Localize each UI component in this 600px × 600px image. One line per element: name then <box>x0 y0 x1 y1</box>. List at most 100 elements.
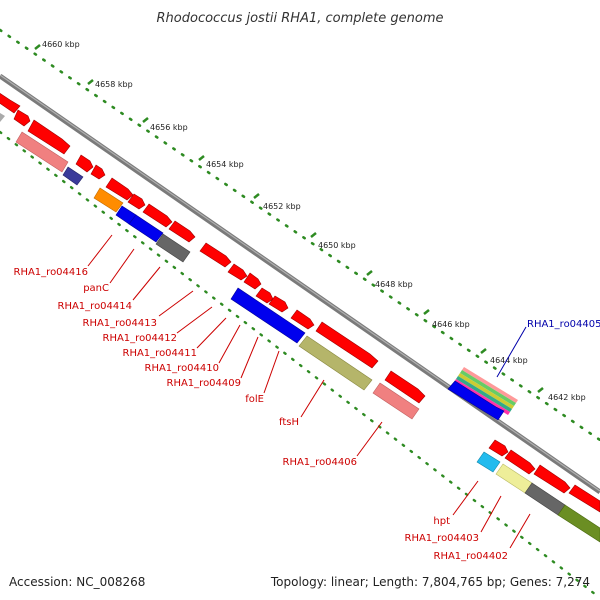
leader-line <box>452 480 479 516</box>
leader-line <box>196 317 227 349</box>
gene-arrow <box>504 449 536 475</box>
gene-block <box>128 214 164 243</box>
genome-backbone <box>0 73 600 495</box>
gene-label: RHA1_ro04405 <box>527 319 600 330</box>
scale-label: 4642 kbp <box>548 393 586 402</box>
gene-label: RHA1_ro04406 <box>283 457 358 468</box>
scale-tick <box>423 309 430 315</box>
gene-arrow <box>488 439 509 457</box>
leader-line <box>176 306 213 334</box>
gene-label: RHA1_ro04411 <box>123 348 198 359</box>
gene-arrow <box>568 484 600 513</box>
gene-arrow <box>533 464 571 494</box>
topology-text: Topology: linear; Length: 7,804,765 bp; … <box>270 575 590 589</box>
scale-tick <box>537 387 544 393</box>
scale-tick <box>87 79 94 85</box>
gene-label: RHA1_ro04414 <box>58 301 133 312</box>
gene-stripe <box>460 370 516 406</box>
accession-text: Accession: NC_008268 <box>9 575 145 589</box>
gene-arrow-blue <box>447 380 505 421</box>
scale-tick <box>310 232 317 238</box>
scale-label: 4648 kbp <box>375 280 413 289</box>
leader-line <box>263 350 280 394</box>
gene-stripe <box>454 379 510 415</box>
gene-arrow <box>127 193 146 210</box>
leader-line <box>109 248 135 284</box>
scale-ticks <box>34 44 544 393</box>
leader-line <box>480 495 502 533</box>
gene-label: panC <box>83 283 109 294</box>
gene-label: ftsH <box>279 417 299 428</box>
scale-label: 4650 kbp <box>318 241 356 250</box>
gene-arrow <box>105 177 134 201</box>
scale-label: 4646 kbp <box>432 320 470 329</box>
leader-lines <box>87 234 531 549</box>
genome-backbone-highlight <box>0 74 600 492</box>
gene-label: RHA1_ro04409 <box>167 378 242 389</box>
gene-block <box>93 187 124 213</box>
gene-label: RHA1_ro04402 <box>434 551 509 562</box>
multi-feature-stack <box>454 367 518 415</box>
gene-stripe <box>456 376 512 412</box>
gene-block <box>62 166 84 186</box>
lower-scale-ruler <box>0 130 600 600</box>
leader-line <box>300 379 325 418</box>
gene-label: RHA1_ro04410 <box>145 363 220 374</box>
gene-arrow <box>268 295 289 313</box>
gene-label: folE <box>245 394 264 405</box>
scale-tick <box>198 155 205 161</box>
scale-label: 4652 kbp <box>263 202 301 211</box>
gene-arrow <box>199 242 232 268</box>
gene-block <box>0 113 5 122</box>
gene-block <box>298 335 373 391</box>
scale-label: 4656 kbp <box>150 123 188 132</box>
gene-arrow <box>0 92 21 114</box>
gene-stripe <box>462 367 518 403</box>
gene-stripe <box>458 373 514 409</box>
leader-line <box>132 266 161 301</box>
gene-arrow <box>315 321 379 369</box>
gene-label: RHA1_ro04412 <box>103 333 178 344</box>
leader-line <box>356 421 383 457</box>
scale-tick <box>366 270 373 276</box>
scale-labels: 4660 kbp 4658 kbp 4656 kbp 4654 kbp 4652… <box>42 40 586 402</box>
gene-label: hpt <box>433 516 450 527</box>
gene-block <box>230 287 306 344</box>
scale-tick <box>480 348 487 354</box>
scale-label: 4658 kbp <box>95 80 133 89</box>
gene-label: RHA1_ro04416 <box>14 267 89 278</box>
scale-tick <box>253 193 260 199</box>
gene-arrow <box>13 109 31 127</box>
gene-arrow <box>227 263 248 281</box>
gene-block <box>155 233 191 263</box>
gene-block <box>476 451 501 473</box>
gene-arrow <box>255 287 274 304</box>
leader-line <box>496 326 527 378</box>
gene-label: RHA1_ro04413 <box>83 318 158 329</box>
scale-label: 4644 kbp <box>490 356 528 365</box>
scale-ruler <box>0 28 600 442</box>
leader-line <box>87 234 113 267</box>
scale-tick <box>34 44 41 50</box>
gene-arrow <box>142 203 173 228</box>
gene-arrow <box>90 164 106 180</box>
map-title: Rhodococcus jostii RHA1, complete genome <box>157 11 444 26</box>
leader-line <box>218 324 241 364</box>
gene-arrow <box>290 309 315 330</box>
gene-arrow <box>384 370 426 404</box>
gene-arrow <box>168 220 196 243</box>
gene-labels: RHA1_ro04416 panC RHA1_ro04414 RHA1_ro04… <box>14 267 600 562</box>
scale-label: 4654 kbp <box>206 160 244 169</box>
scale-tick <box>142 117 149 123</box>
gene-arrow <box>27 119 71 155</box>
gene-arrow <box>75 154 94 173</box>
leader-line <box>158 290 194 317</box>
gene-arrow <box>243 272 262 290</box>
gene-features <box>0 92 600 543</box>
gene-block <box>15 131 69 173</box>
leader-line <box>509 513 531 549</box>
scale-label: 4660 kbp <box>42 40 80 49</box>
leader-line <box>240 336 259 379</box>
